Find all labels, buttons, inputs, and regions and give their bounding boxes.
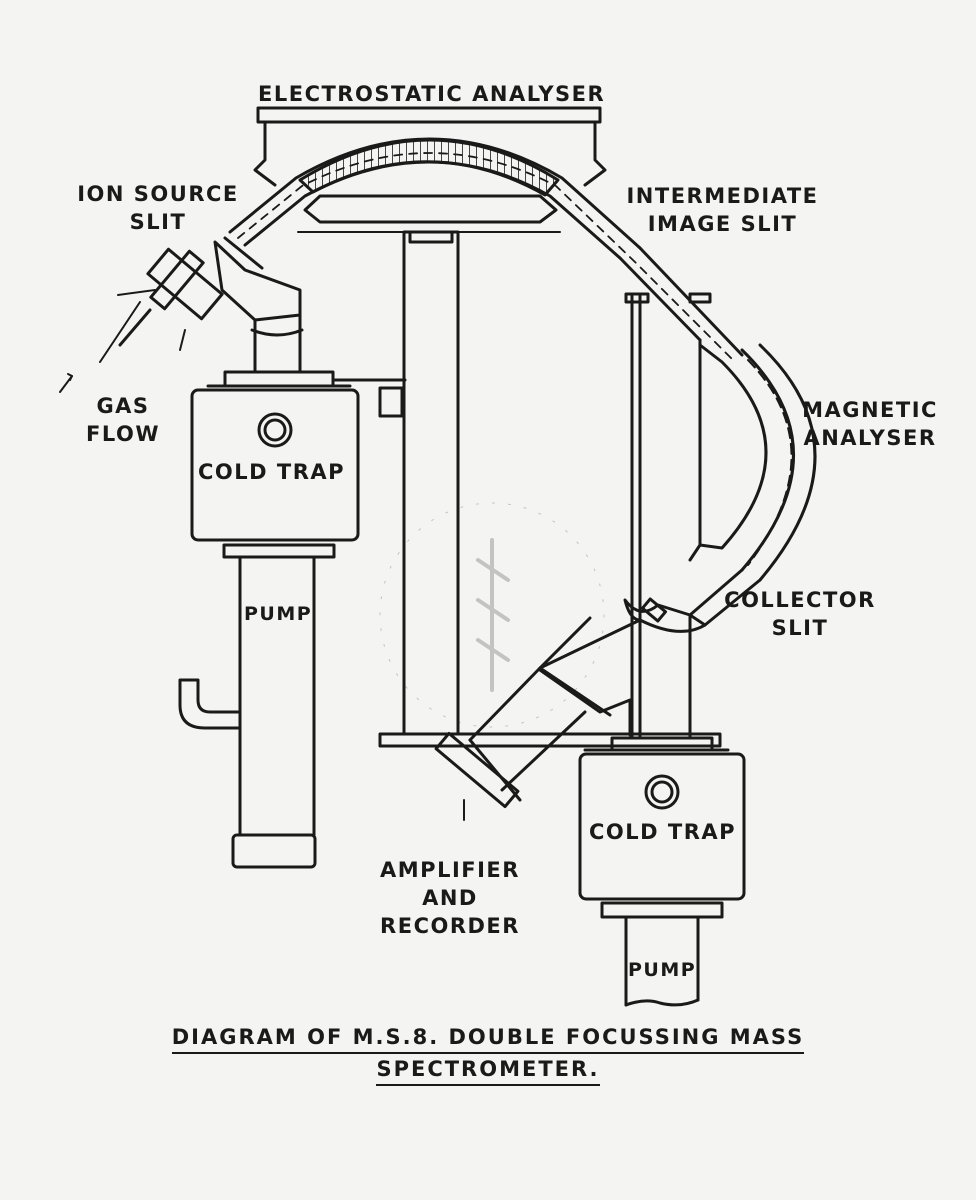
label-ion-source-slit: ION SOURCE SLIT: [68, 180, 248, 236]
ion-source-assembly: [59, 236, 304, 393]
label-amplifier-line3: RECORDER: [380, 914, 520, 938]
label-intermediate-line1: INTERMEDIATE: [626, 184, 819, 208]
caption-line1: DIAGRAM OF M.S.8. DOUBLE FOCUSSING MASS: [171, 1022, 805, 1054]
label-collector-slit: COLLECTOR SLIT: [710, 586, 890, 642]
caption-line2: SPECTROMETER.: [376, 1054, 600, 1086]
label-magnetic-line2: ANALYSER: [803, 426, 937, 450]
label-intermediate-image-slit: INTERMEDIATE IMAGE SLIT: [620, 182, 825, 238]
label-amplifier-line2: AND: [422, 886, 478, 910]
label-ion-source-line2: SLIT: [129, 210, 187, 234]
label-amplifier-recorder: AMPLIFIER AND RECORDER: [360, 856, 540, 940]
label-gas-line2: FLOW: [86, 422, 160, 446]
label-ion-source-line1: ION SOURCE: [77, 182, 239, 206]
label-collector-line1: COLLECTOR: [724, 588, 876, 612]
collector-region: [434, 597, 707, 821]
label-cold-trap-left: COLD TRAP: [198, 460, 346, 484]
ion-beam-path: [237, 152, 736, 363]
label-collector-line2: SLIT: [771, 616, 829, 640]
label-magnetic-line1: MAGNETIC: [802, 398, 938, 422]
watermark-seal: [379, 502, 605, 728]
label-pump-left: PUMP: [244, 603, 313, 625]
electrostatic-analyser-housing: [228, 106, 642, 260]
label-cold-trap-right: COLD TRAP: [589, 820, 737, 844]
pump-right: [624, 915, 700, 1007]
cold-trap-right: [578, 736, 746, 919]
diagram-caption: DIAGRAM OF M.S.8. DOUBLE FOCUSSING MASS …: [0, 1022, 976, 1086]
label-electrostatic-analyser: ELECTROSTATIC ANALYSER: [258, 82, 606, 106]
pump-left: [178, 555, 317, 869]
label-gas-flow: GAS FLOW: [68, 392, 178, 448]
magnetic-analyser: [618, 246, 817, 740]
label-intermediate-line2: IMAGE SLIT: [647, 212, 798, 236]
label-magnetic-analyser: MAGNETIC ANALYSER: [790, 396, 950, 452]
label-amplifier-line1: AMPLIFIER: [380, 858, 520, 882]
cold-trap-left: [190, 370, 407, 559]
label-gas-line1: GAS: [96, 394, 150, 418]
label-pump-right: PUMP: [628, 959, 697, 981]
